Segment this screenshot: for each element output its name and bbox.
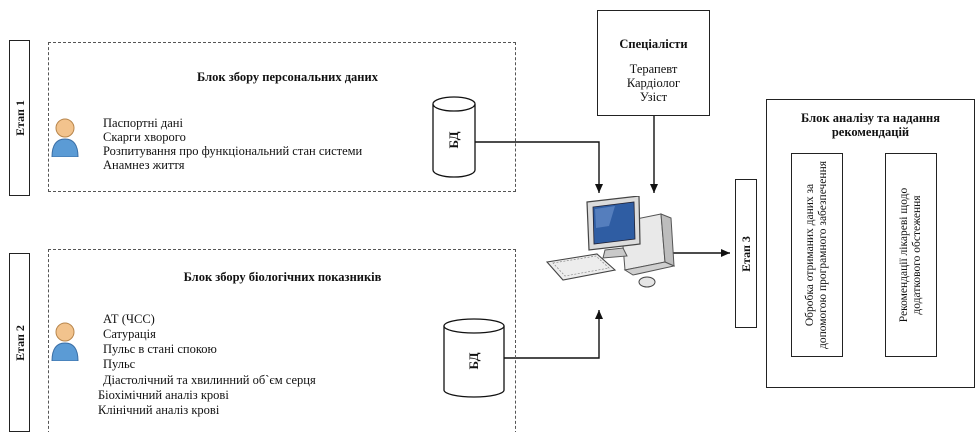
analysis-block-title: Блок аналізу та надання рекомендацій xyxy=(801,111,940,139)
biological-indicator-item: Пульс в стані спокою xyxy=(103,342,217,356)
stage2-label-box: Етап 2 xyxy=(9,253,30,432)
database-icon xyxy=(432,96,476,178)
recommendations-box: Рекомендації лікареві щодо додаткового о… xyxy=(885,153,937,357)
specialist-item: Терапевт xyxy=(629,62,678,76)
stage3-label: Етап 3 xyxy=(739,235,753,272)
biological-indicators-block xyxy=(48,249,516,432)
biological-indicator-item: Пульс xyxy=(103,357,136,371)
specialist-item: Узіст xyxy=(639,90,668,104)
stage3-label-box: Етап 3 xyxy=(735,179,757,328)
specialists-title: Спеціалісти xyxy=(619,37,688,51)
processing-text: Обробка отриманих даних за допомогою про… xyxy=(804,160,829,350)
stage2-label: Етап 2 xyxy=(12,324,27,361)
personal-data-block-title: Блок збору персональних даних xyxy=(197,70,378,84)
processing-box: Обробка отриманих даних за допомогою про… xyxy=(791,153,843,357)
biological-indicator-item: Біохімічний аналіз крові xyxy=(98,388,229,402)
computer-icon xyxy=(545,196,675,288)
stage1-label: Етап 1 xyxy=(12,100,27,136)
personal-data-item: Розпитування про функціональний стан сис… xyxy=(103,144,363,158)
specialist-item: Кардіолог xyxy=(626,76,681,90)
arrow-db2-to-computer xyxy=(504,310,603,359)
personal-data-block xyxy=(48,42,516,192)
specialists-box: Спеціалісти Терапевт Кардіолог Узіст xyxy=(597,10,710,116)
database-icon xyxy=(443,318,505,398)
database-label: БД xyxy=(446,131,461,149)
personal-data-item: Анамнез життя xyxy=(103,158,185,172)
biological-indicator-item: Клінічний аналіз крові xyxy=(98,403,220,417)
biological-indicator-item: Діастолічний та хвилинний об`єм серця xyxy=(103,373,316,387)
biological-indicators-block-title: Блок збору біологічних показників xyxy=(183,270,382,284)
recommendations-text: Рекомендації лікареві щодо додаткового о… xyxy=(898,187,923,323)
biological-indicator-item: АТ (ЧСС) xyxy=(103,312,155,326)
person-icon xyxy=(51,118,79,157)
personal-data-item: Скарги хворого xyxy=(103,130,186,144)
person-icon xyxy=(51,322,79,361)
database-label: БД xyxy=(466,352,481,370)
personal-data-item: Паспортні дані xyxy=(103,116,183,130)
biological-indicator-item: Сатурація xyxy=(103,327,156,341)
stage1-label-box: Етап 1 xyxy=(9,40,30,196)
